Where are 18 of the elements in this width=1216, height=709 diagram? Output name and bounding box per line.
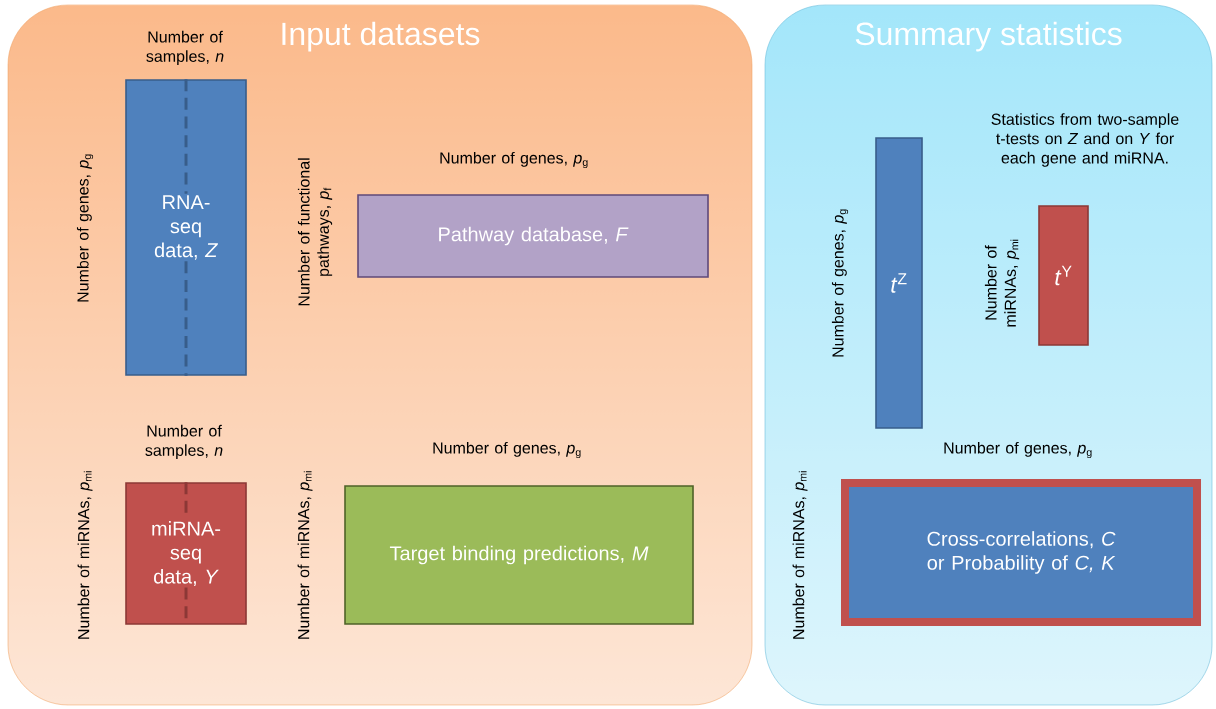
dimension-label: Number of miRNAs, p$_{mi}$ — [77, 471, 93, 639]
matrix-box: Target binding predictions, M — [344, 485, 694, 625]
matrix-box: t$^{Z}$ — [875, 137, 923, 429]
matrix-box: Cross-correlations, C or Probability of C, K — [841, 479, 1201, 626]
dimension-label: Number of genes, p$_{g}$ — [831, 209, 849, 357]
note-text: Statistics from two-sample t-tests on Z and on Y for each gene and miRNA. — [991, 113, 1179, 167]
matrix-box: RNA-seq data, Z — [125, 79, 247, 376]
dimension-label: Number of samples, n — [146, 30, 224, 66]
dimension-label: Number of genes, p$_{g}$ — [440, 151, 588, 169]
dimension-label: Number of miRNAs, p$_{mi}$ — [792, 471, 808, 639]
dimension-label: Number of genes, p$_{g}$ — [944, 441, 1092, 459]
matrix-box: t$^{Y}$ — [1038, 205, 1089, 346]
dimension-label: Number of miRNAs, p$_{mi}$ — [297, 471, 313, 639]
dimension-label: Number of genes, p$_{g}$ — [433, 441, 581, 459]
dimension-label: Number of samples, n — [145, 424, 223, 460]
matrix-box: Pathway database, F — [357, 194, 709, 278]
matrix-box: miRNA-seq data, Y — [125, 482, 247, 625]
dimension-label: Number of genes, p$_{g}$ — [76, 154, 94, 302]
